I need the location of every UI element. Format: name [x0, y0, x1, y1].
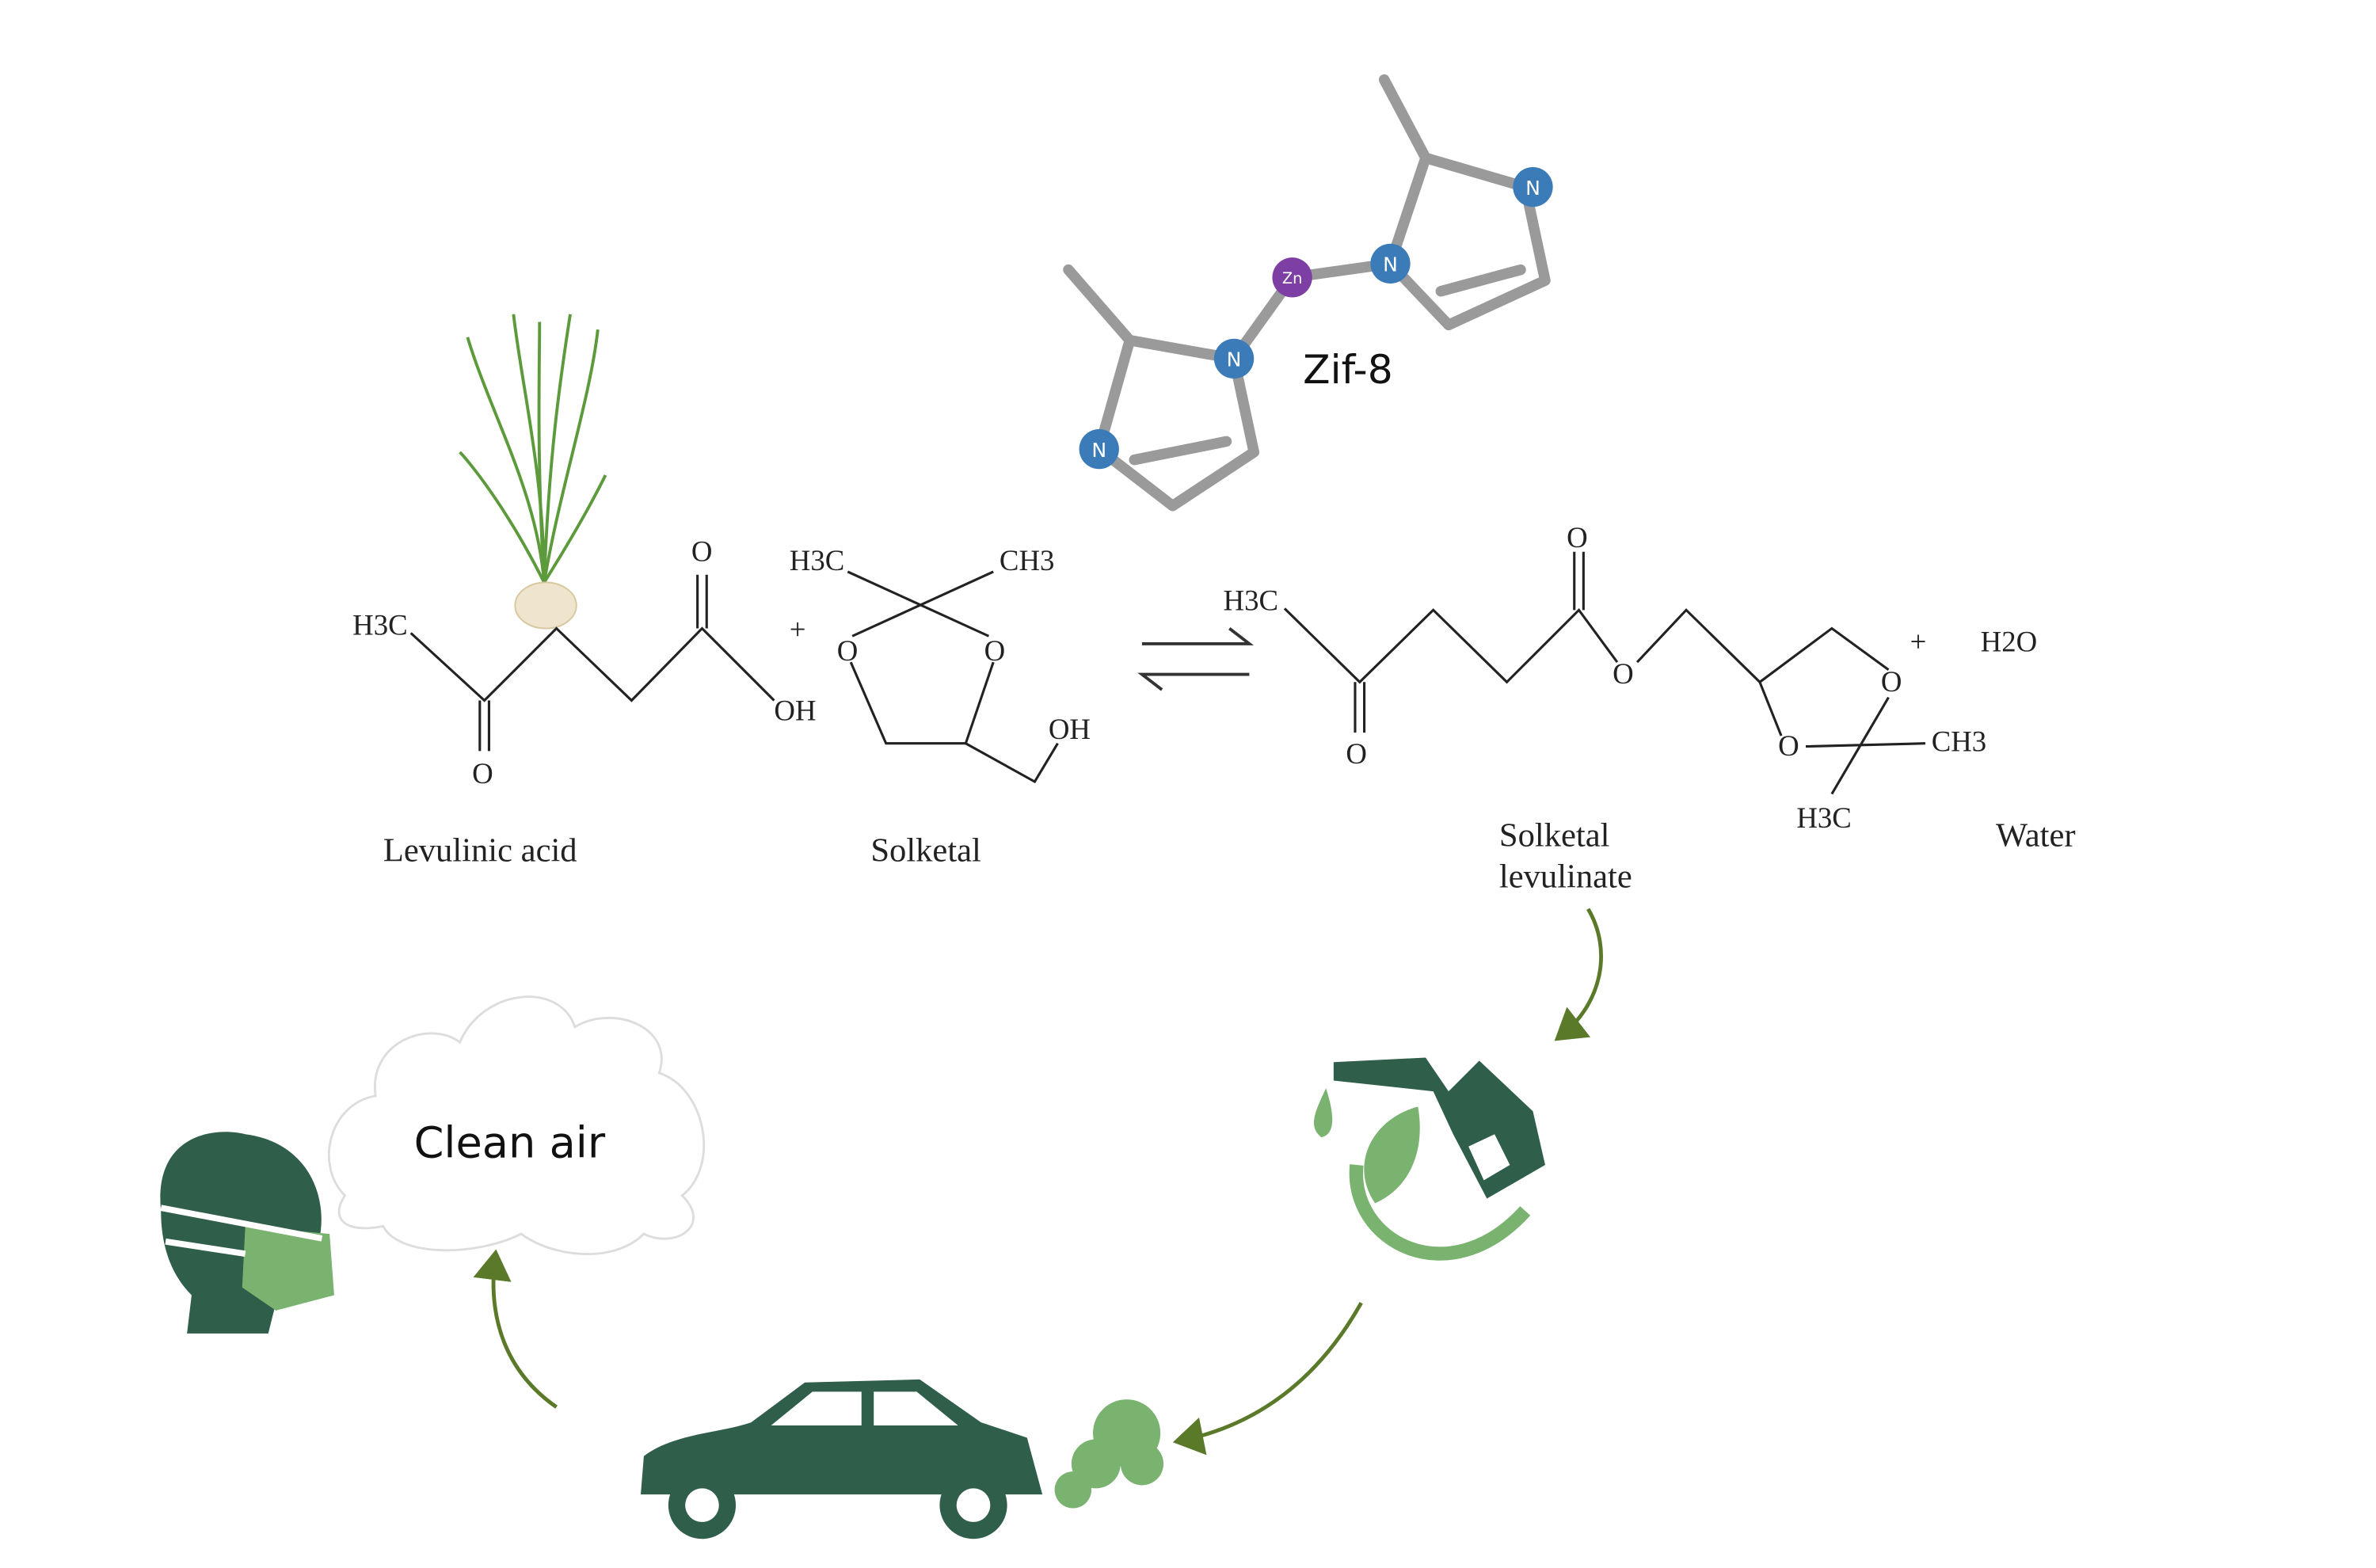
- atom-label: N: [1383, 253, 1398, 276]
- chem-label: H3C: [1224, 584, 1278, 616]
- chem-label: OH: [774, 695, 816, 727]
- chem-label: H3C: [352, 608, 407, 641]
- nitrogen-atom: [1213, 338, 1255, 379]
- atom-label: N: [1525, 177, 1540, 200]
- chem-label: O: [1613, 657, 1634, 690]
- zinc-atom: [1272, 257, 1312, 298]
- chem-label: O: [691, 535, 713, 567]
- exhaust-cloud-icon: [1054, 1399, 1164, 1509]
- arrow-to-clean-air: [473, 1249, 558, 1409]
- water-label: Water: [1996, 816, 2076, 854]
- chem-label: H3C: [1796, 801, 1851, 834]
- solketal-levulinate-label: levulinate: [1499, 858, 1632, 896]
- nitrogen-atom: [1513, 166, 1553, 207]
- chem-label: CH3: [1932, 725, 1986, 757]
- equilibrium-arrows: [1137, 627, 1255, 691]
- person-with-mask-icon: [160, 1132, 334, 1334]
- solketal-structure: H3C CH3 O O OH Solketal: [790, 544, 1091, 870]
- atom-label: Zn: [1282, 269, 1303, 287]
- solketal-levulinate-structure: H3C O O O O O CH3 H3C Solketal levulinat…: [1224, 521, 1987, 896]
- plus-sign: +: [1910, 626, 1927, 658]
- plant-icon: [459, 314, 607, 630]
- chem-label: CH3: [1000, 544, 1054, 577]
- chem-label: O: [472, 757, 493, 790]
- chem-label: O: [1567, 521, 1588, 554]
- cloud-icon: [327, 995, 706, 1255]
- water-formula: H2O: [1981, 626, 2037, 658]
- levulinic-acid-structure: H3C O O OH Levulinic acid: [352, 535, 816, 869]
- arrow-to-fuel: [1554, 908, 1603, 1041]
- chem-label: O: [1346, 737, 1367, 770]
- zif8-label: Zif-8: [1303, 346, 1393, 393]
- solketal-label: Solketal: [870, 832, 981, 870]
- chem-label: O: [984, 634, 1006, 667]
- chem-label: O: [1881, 665, 1902, 698]
- biofuel-pump-icon: [1313, 1057, 1545, 1261]
- chem-label: H3C: [790, 544, 844, 577]
- car-icon: [641, 1379, 1164, 1539]
- solketal-levulinate-label: Solketal: [1499, 816, 1610, 854]
- atom-label: N: [1091, 439, 1106, 462]
- chem-label: OH: [1049, 713, 1091, 745]
- chem-label: O: [1778, 729, 1799, 762]
- atom-label: N: [1227, 348, 1242, 371]
- clean-air-label: Clean air: [414, 1117, 606, 1167]
- chem-label: O: [837, 634, 859, 667]
- nitrogen-atom: [1079, 428, 1119, 470]
- arrow-to-car: [1172, 1301, 1363, 1456]
- nitrogen-atom: [1370, 243, 1411, 284]
- zif8-molecule: N N N N Zn Zif-8: [1063, 74, 1553, 512]
- levulinic-acid-label: Levulinic acid: [383, 832, 577, 870]
- plus-sign: +: [790, 613, 806, 645]
